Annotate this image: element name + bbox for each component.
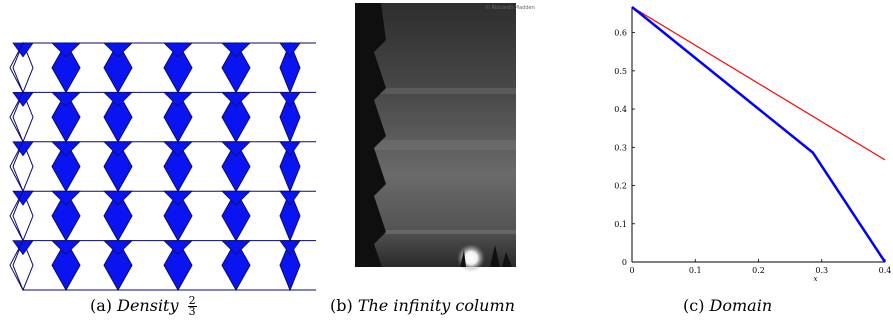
blue-series-line [631, 6, 887, 263]
column-silhouette [355, 3, 386, 267]
x-tick-label: 0.2 [752, 266, 765, 275]
fraction-denominator: 3 [188, 305, 196, 318]
x-tick-label: 0 [629, 266, 634, 275]
panel-infinity-column: © Riccardo Madden (b) The infinity colum… [330, 0, 590, 333]
cloud-band [355, 88, 516, 94]
infinity-column-photo: © Riccardo Madden [355, 3, 535, 272]
caption-text: Domain [709, 296, 773, 315]
left-edge [9, 190, 24, 241]
y-tick-label: 0.2 [614, 182, 627, 191]
left-edge [9, 141, 24, 192]
x-tick-label: 0.4 [879, 266, 892, 275]
left-edge [9, 240, 24, 291]
y-tick-label: 0.4 [614, 105, 627, 114]
y-tick-label: 0.5 [614, 67, 627, 76]
domain-chart: 0 0.1 0.2 0.3 0.4 0 0.1 0.2 0.3 0.4 0.5 0.6 x [614, 6, 892, 283]
sun [457, 244, 485, 272]
panel-domain: 0 0.1 0.2 0.3 0.4 0 0.1 0.2 0.3 0.4 0.5 0.6 x (c) Do… [590, 0, 893, 333]
x-tick-label: 0.1 [689, 266, 702, 275]
tree-silhouettes [355, 245, 512, 267]
x-tick-label: 0.3 [815, 266, 828, 275]
caption-text: The infinity column [357, 296, 515, 315]
y-tick-label: 0.3 [614, 143, 627, 152]
caption-tag: (c) [683, 296, 705, 315]
left-edge [9, 42, 24, 93]
panel-density: (a) Density 2 3 [0, 0, 330, 333]
caption-density: (a) Density 2 3 [90, 294, 197, 318]
cloud-band [355, 140, 516, 150]
y-tick-label: 0.1 [614, 220, 627, 229]
caption-tag: (a) [90, 296, 113, 315]
caption-infinity-column: (b) The infinity column [330, 296, 515, 315]
y-tick-label: 0 [622, 258, 627, 267]
x-axis-label: x [813, 275, 817, 283]
photo-watermark: © Riccardo Madden [485, 4, 535, 11]
caption-domain: (c) Domain [683, 296, 772, 315]
cloud-band [355, 230, 516, 234]
red-series-line [631, 6, 886, 161]
left-edge [9, 92, 24, 143]
hexagon-tiling [9, 41, 316, 292]
density-fraction: 2 3 [187, 294, 197, 318]
caption-tag: (b) [330, 296, 353, 315]
fraction-numerator: 2 [187, 294, 197, 307]
y-tick-label: 0.6 [614, 29, 627, 38]
caption-text: Density [117, 296, 179, 315]
